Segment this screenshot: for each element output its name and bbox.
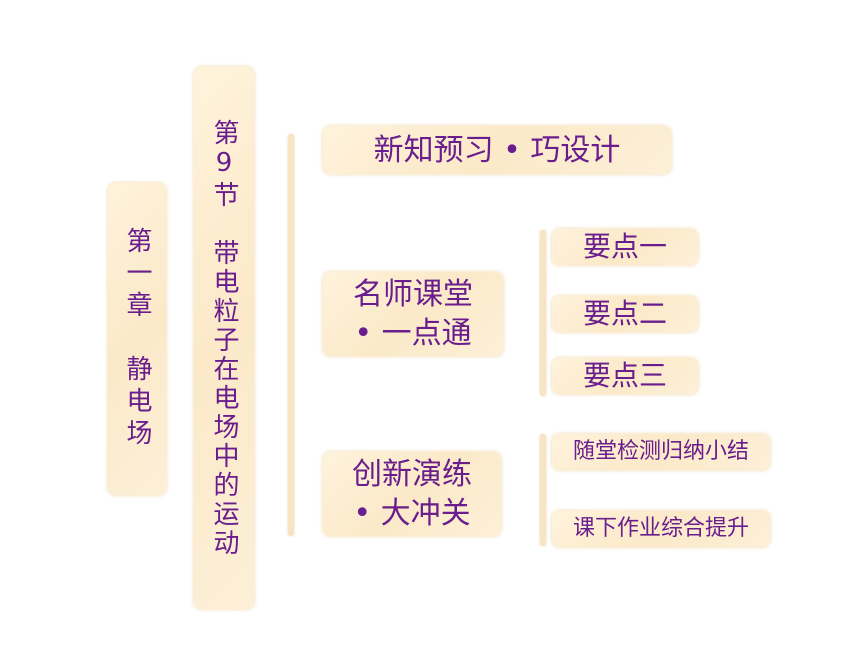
module-classroom-label-2: • 一点通 (354, 316, 472, 351)
key-point-3-link[interactable]: 要点三 (552, 358, 698, 394)
practice-homework-label: 课下作业综合提升 (572, 515, 749, 541)
section-title-box: 第9节 带电粒子在电场中的运动 (194, 67, 254, 609)
chapter-title: 第一章 静电场 (122, 227, 152, 451)
key-point-2-link[interactable]: 要点二 (552, 296, 698, 332)
key-point-3-label: 要点三 (582, 358, 667, 392)
key-point-1-label: 要点一 (582, 229, 667, 263)
practice-in-class-link[interactable]: 随堂检测归纳小结 (552, 434, 770, 470)
section-title: 第9节 带电粒子在电场中的运动 (209, 118, 239, 558)
main-bracket-line (288, 134, 294, 536)
chapter-title-box: 第一章 静电场 (108, 183, 166, 495)
practice-homework-link[interactable]: 课下作业综合提升 (552, 511, 770, 547)
module-classroom-label-1: 名师课堂 (353, 277, 473, 312)
module-practice-label-2: • 大冲关 (353, 496, 471, 531)
practice-in-class-label: 随堂检测归纳小结 (572, 438, 749, 464)
module-preview-label: 新知预习 • 巧设计 (373, 132, 621, 168)
key-point-2-label: 要点二 (582, 296, 667, 330)
keypoints-bracket-line (540, 230, 546, 396)
practice-bracket-line (540, 434, 546, 546)
module-classroom-link[interactable]: 名师课堂 • 一点通 (323, 272, 503, 356)
key-point-1-link[interactable]: 要点一 (552, 229, 698, 265)
module-practice-link[interactable]: 创新演练 • 大冲关 (323, 452, 501, 536)
module-practice-label-1: 创新演练 (352, 457, 472, 492)
module-preview-link[interactable]: 新知预习 • 巧设计 (323, 126, 671, 174)
